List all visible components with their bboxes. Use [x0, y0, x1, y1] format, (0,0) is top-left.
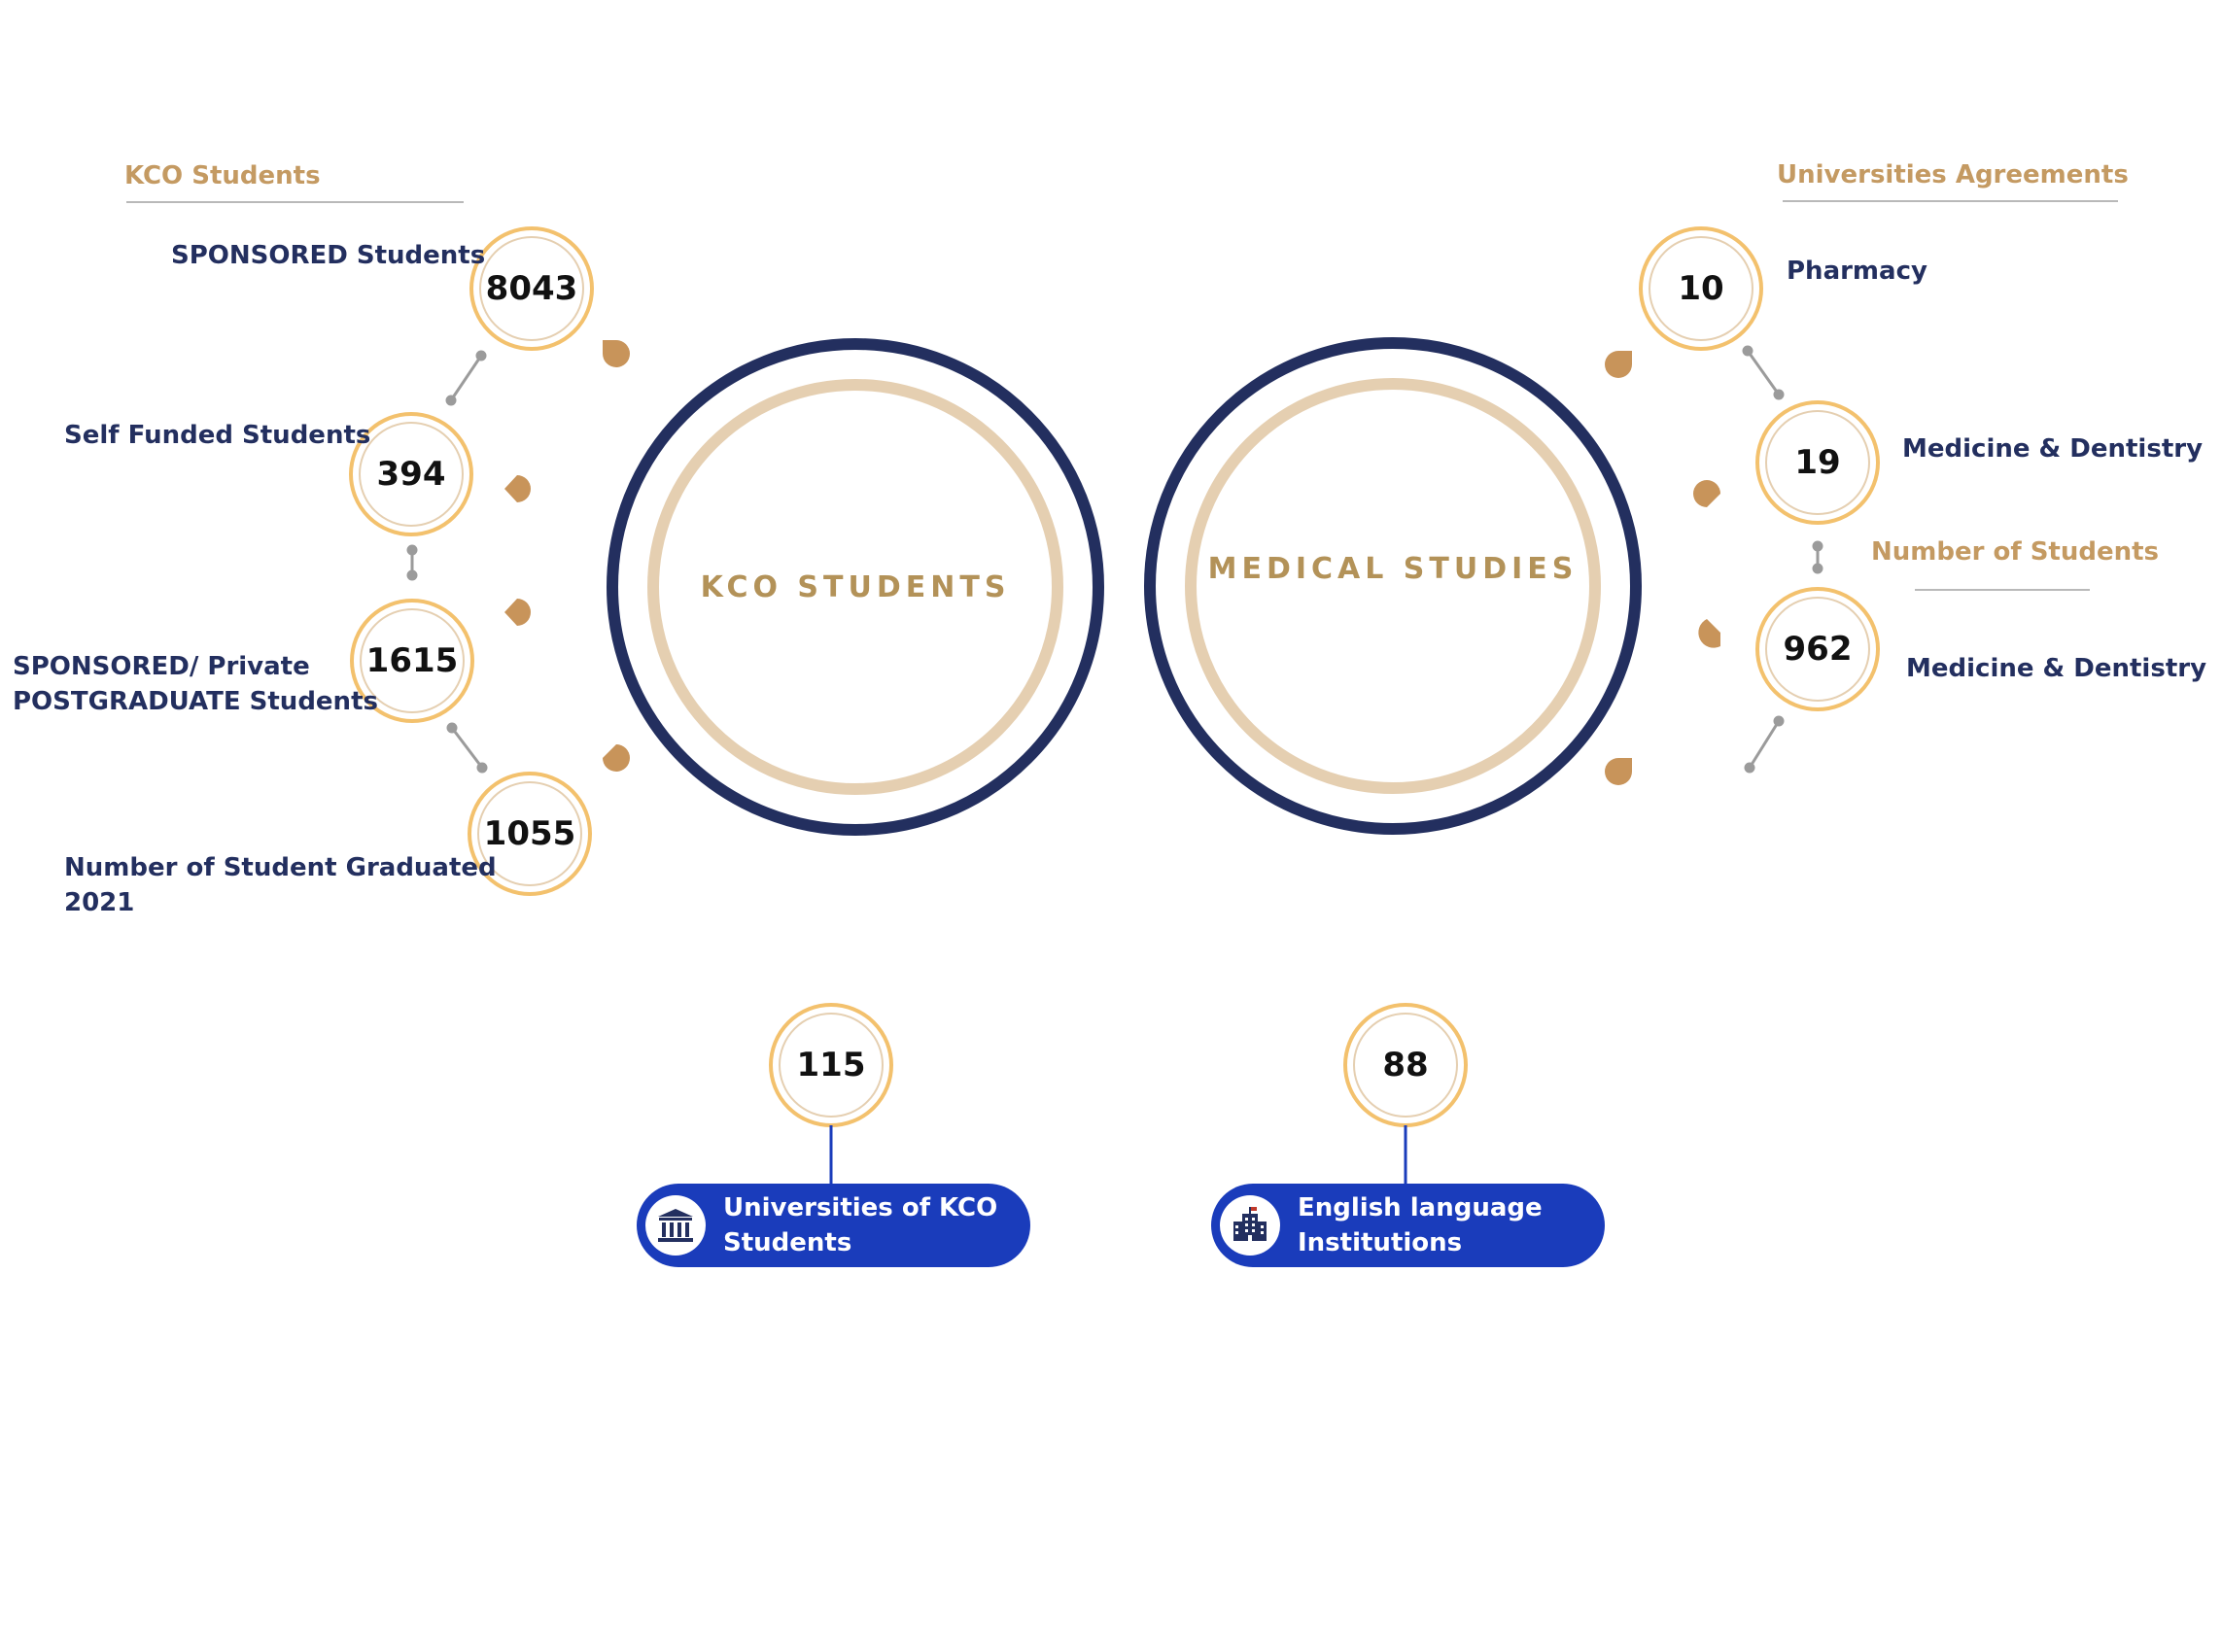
teardrop-icon: [504, 599, 531, 626]
teardrop-icon: [1605, 758, 1632, 785]
sponsored-students-value: 8043: [485, 269, 578, 308]
medicine-dentistry-agreements-value: 19: [1794, 443, 1841, 482]
english-institutions-pill: English language Institutions: [1211, 1184, 1605, 1267]
teardrop-icon: [603, 340, 630, 367]
connector-lines: [406, 345, 1823, 774]
building-icon: [1220, 1195, 1280, 1256]
self-funded-students-value: 394: [376, 455, 446, 494]
kco-students-center-label: KCO STUDENTS: [700, 569, 1011, 604]
postgraduate-label-line2: POSTGRADUATE Students: [13, 687, 378, 716]
institution-icon: [645, 1195, 706, 1256]
teardrop-icon: [504, 475, 531, 502]
universities-value: 115: [796, 1046, 866, 1084]
universities-agreements-header: Universities Agreements: [1777, 160, 2129, 189]
teardrop-icon: [1693, 480, 1720, 507]
medicine-dentistry-agreements-label: Medicine & Dentistry: [1902, 434, 2204, 464]
pharmacy-value: 10: [1678, 269, 1724, 308]
medicine-dentistry-students-label: Medicine & Dentistry: [1906, 654, 2207, 683]
kco-students-ring: [607, 338, 1104, 836]
header-underline: [126, 201, 464, 203]
value-ring-115: [769, 1003, 893, 1127]
kco-students-header: KCO Students: [124, 161, 321, 190]
value-ring-10: [1639, 226, 1763, 351]
teardrop-icon: [1605, 351, 1632, 378]
graduated-label-line1: Number of Student Graduated: [64, 853, 497, 882]
self-funded-students-label: Self Funded Students: [64, 421, 371, 450]
value-ring-962: [1755, 587, 1880, 711]
number-of-students-header: Number of Students: [1871, 537, 2160, 567]
english-institutions-pill-label: English language Institutions: [1298, 1193, 1543, 1257]
english-institutions-value: 88: [1382, 1046, 1429, 1084]
value-ring-88: [1343, 1003, 1468, 1127]
header-underline: [1783, 200, 2118, 202]
universities-pill: Universities of KCO Students: [637, 1184, 1030, 1267]
value-ring-1055: [468, 772, 592, 896]
bottom-connectors: [829, 1125, 1407, 1184]
value-ring-19: [1755, 400, 1880, 525]
medical-studies-ring: [1144, 337, 1642, 835]
teardrop-markers: [504, 340, 1720, 785]
graduated-students-value: 1055: [483, 814, 576, 853]
medicine-dentistry-students-value: 962: [1783, 630, 1853, 669]
teardrop-icon: [1698, 619, 1720, 648]
value-ring-8043: [469, 226, 594, 351]
graduated-label-line2: 2021: [64, 888, 135, 917]
value-ring-394: [349, 412, 473, 536]
sponsored-students-label: SPONSORED Students: [171, 241, 486, 270]
pharmacy-label: Pharmacy: [1787, 257, 1927, 286]
postgraduate-students-value: 1615: [365, 641, 459, 680]
value-ring-1615: [350, 599, 474, 723]
postgraduate-label-line1: SPONSORED/ Private: [13, 652, 310, 681]
subheader-underline: [1915, 589, 2090, 591]
teardrop-icon: [603, 744, 630, 772]
universities-pill-label: Universities of KCO Students: [723, 1193, 998, 1257]
medical-studies-center-label: MEDICAL STUDIES: [1207, 551, 1579, 586]
